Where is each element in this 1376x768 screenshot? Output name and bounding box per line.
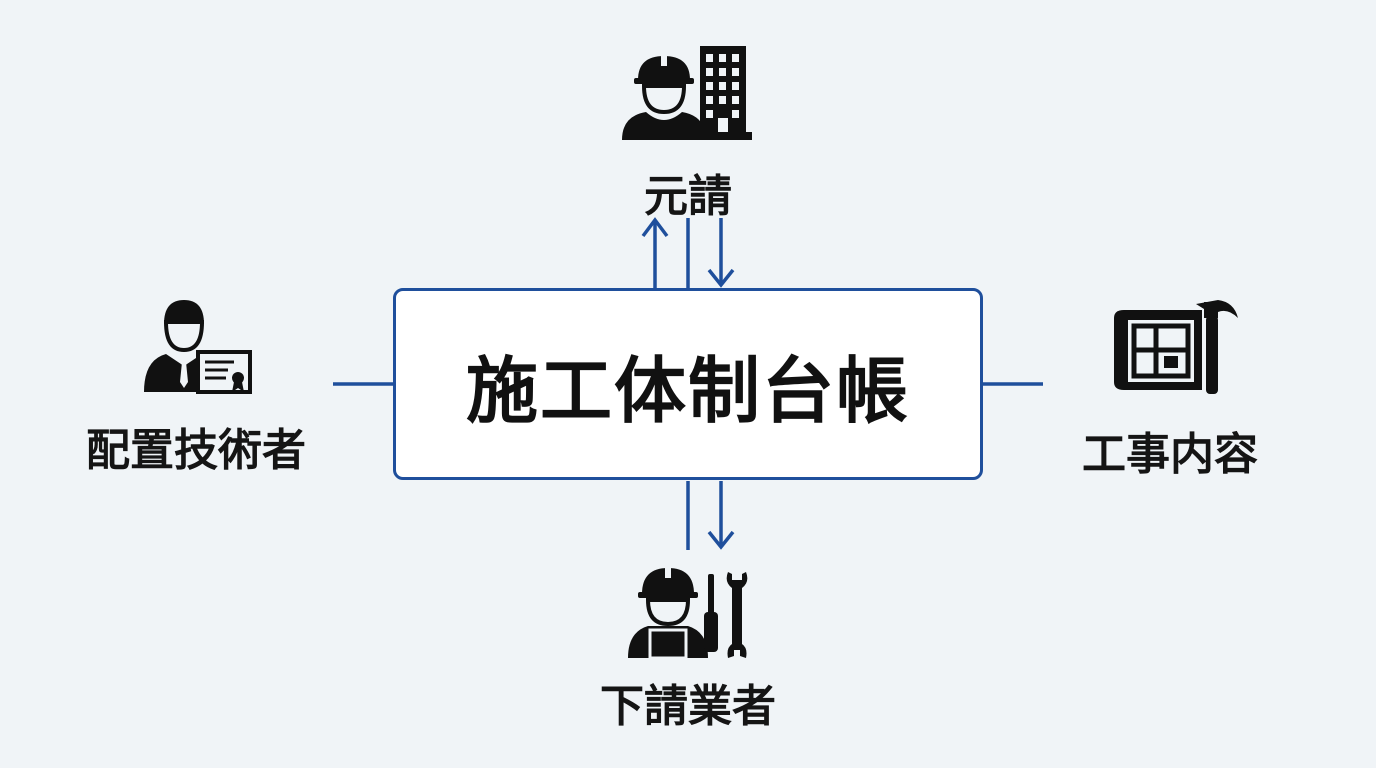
bottom-down-arrowhead — [707, 530, 735, 550]
center-box: 施工体制台帳 — [393, 288, 983, 480]
bottom-node-label: 下請業者 — [600, 681, 776, 732]
left-node-label: 配置技術者 — [86, 425, 306, 476]
top-up-arrowhead — [641, 217, 669, 238]
blueprint-hammer-icon — [1114, 300, 1238, 394]
right-node-label: 工事内容 — [1082, 429, 1258, 480]
contractor-building-icon — [622, 46, 752, 140]
top-down-arrowhead — [707, 268, 735, 288]
center-title: 施工体制台帳 — [465, 348, 910, 433]
worker-tools-icon — [628, 566, 748, 660]
engineer-certificate-icon — [144, 300, 252, 394]
top-node-label: 元請 — [644, 171, 732, 222]
